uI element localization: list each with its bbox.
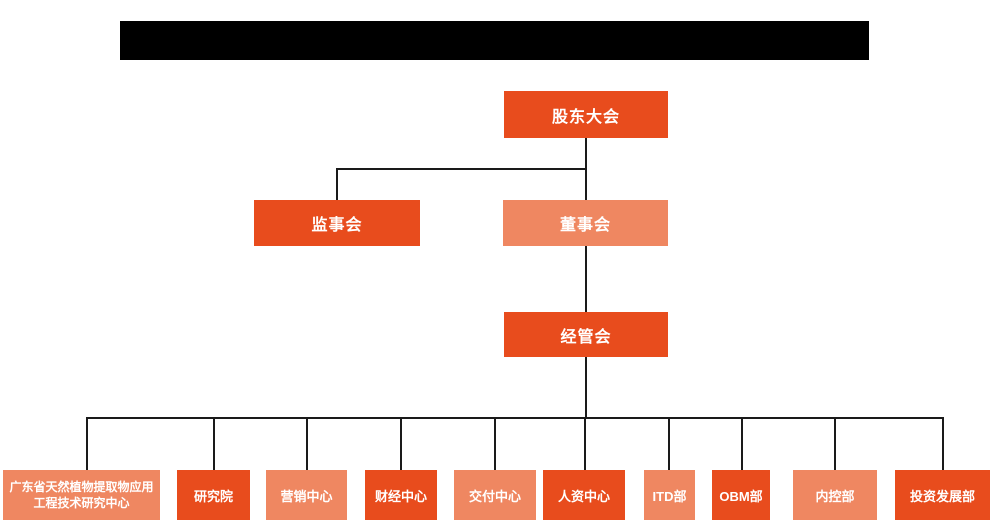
connector-management-to-bus — [585, 357, 587, 417]
connector-drop — [213, 417, 215, 470]
title-bar-redacted — [120, 21, 869, 60]
connector-board-to-management — [585, 246, 587, 312]
connector-drop — [86, 417, 88, 470]
connector-department-bus — [86, 417, 944, 419]
org-node-marketing-center: 营销中心 — [266, 470, 347, 520]
connector-drop — [306, 417, 308, 470]
connector-drop — [834, 417, 836, 470]
connector-drop — [942, 417, 944, 470]
connector-drop — [400, 417, 402, 470]
connector-drop — [668, 417, 670, 470]
org-node-obm-dept: OBM部 — [712, 470, 770, 520]
org-node-finance-center: 财经中心 — [365, 470, 437, 520]
org-node-management: 经管会 — [504, 312, 668, 357]
org-node-research-center: 广东省天然植物提取物应用工程技术研究中心 — [3, 470, 160, 520]
org-node-hr-center: 人资中心 — [543, 470, 625, 520]
org-node-internal-control-dept: 内控部 — [793, 470, 877, 520]
connector-left-branch — [336, 168, 587, 170]
connector-supervisory-drop — [336, 168, 338, 200]
org-node-delivery-center: 交付中心 — [454, 470, 536, 520]
org-node-board: 董事会 — [503, 200, 668, 246]
org-node-itd-dept: ITD部 — [644, 470, 695, 520]
org-node-supervisory: 监事会 — [254, 200, 420, 246]
connector-drop — [584, 417, 586, 470]
connector-drop — [741, 417, 743, 470]
org-node-investment-development-dept: 投资发展部 — [895, 470, 990, 520]
connector-drop — [494, 417, 496, 470]
org-node-research-institute: 研究院 — [177, 470, 250, 520]
org-node-shareholders: 股东大会 — [504, 91, 668, 138]
